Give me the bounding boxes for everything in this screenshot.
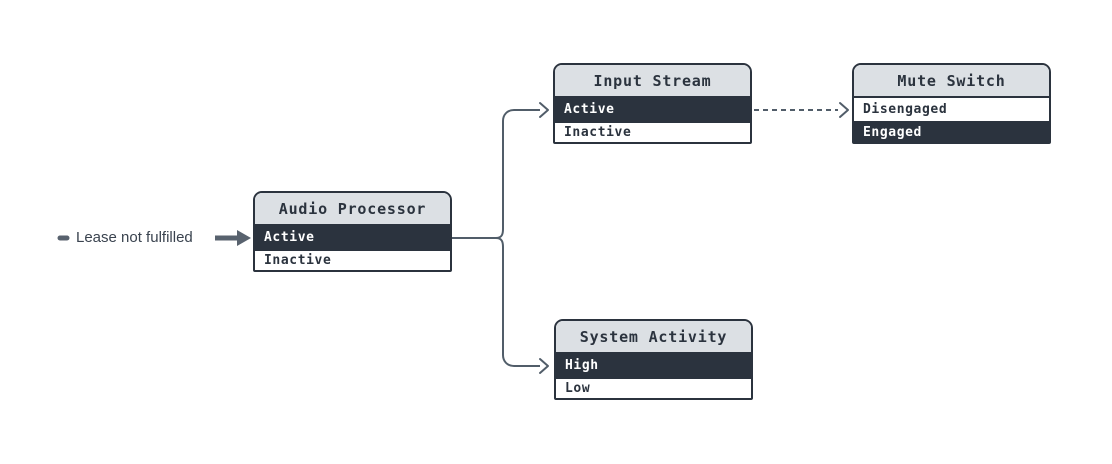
- edge-audio-to-input: [452, 102, 549, 239]
- node-system-activity: System Activity High Low: [554, 319, 753, 400]
- state-row-inactive: Inactive: [255, 249, 450, 270]
- node-input-stream: Input Stream Active Inactive: [553, 63, 752, 144]
- state-row-disengaged: Disengaged: [854, 98, 1049, 121]
- annotation-arrow-icon: [215, 230, 251, 246]
- state-row-low: Low: [556, 377, 751, 398]
- arrowhead-icon: [539, 358, 549, 374]
- node-title: Input Stream: [555, 65, 750, 98]
- state-row-active: Active: [555, 98, 750, 121]
- state-row-active: Active: [255, 226, 450, 249]
- arrowhead-icon: [839, 102, 849, 118]
- node-title: System Activity: [556, 321, 751, 354]
- node-mute-switch: Mute Switch Disengaged Engaged: [852, 63, 1051, 144]
- state-row-engaged: Engaged: [854, 121, 1049, 142]
- node-title: Audio Processor: [255, 193, 450, 226]
- state-row-inactive: Inactive: [555, 121, 750, 142]
- node-audio-processor: Audio Processor Active Inactive: [253, 191, 452, 272]
- state-row-high: High: [556, 354, 751, 377]
- arrowhead-icon: [539, 102, 549, 118]
- node-title: Mute Switch: [854, 65, 1049, 98]
- edge-input-to-mute: [754, 102, 849, 118]
- annotation-label: Lease not fulfilled: [76, 229, 193, 246]
- edge-audio-to-system: [495, 237, 549, 374]
